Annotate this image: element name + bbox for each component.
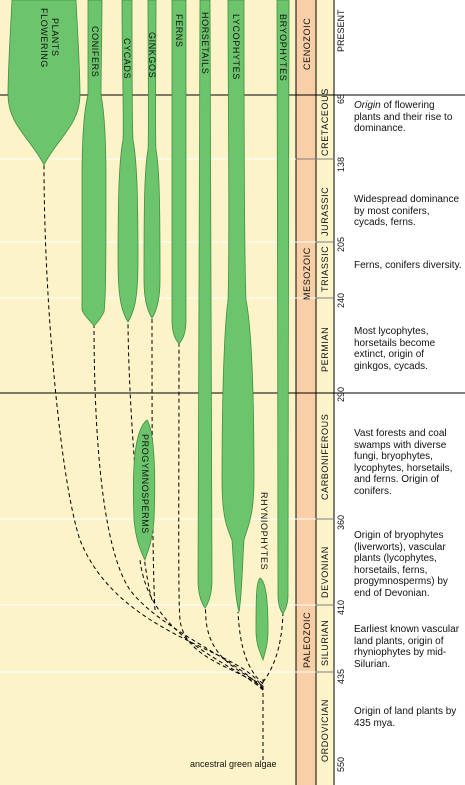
ginkgos-branch: [143, 0, 161, 319]
line-progymnosperms: [139, 559, 264, 691]
period-ordovician: ORDOVICIAN: [320, 699, 330, 762]
line-conifers: [93, 321, 264, 691]
period-carboniferous: CARBONIFEROUS: [320, 414, 330, 500]
note-carboniferous: Vast forests and coal swamps with divers…: [354, 428, 453, 497]
line-horsetails: [204, 602, 264, 687]
label-flowering-line2: PLANTS: [50, 18, 60, 57]
note-cenozoic-origin: Origin of flowering plants and their ris…: [354, 100, 453, 134]
label-lycophytes: LYCOPHYTES: [231, 14, 241, 80]
lycophytes-branch: [221, 0, 255, 613]
period-permian: PERMIAN: [320, 327, 330, 372]
period-triassic: TRIASSIC: [320, 246, 330, 292]
line-ferns: [178, 339, 264, 689]
age-410: 410: [336, 600, 346, 615]
period-silurian: SILURIAN: [320, 620, 330, 666]
flowering-plants-branch: [7, 0, 81, 166]
bryophytes-branch: [276, 0, 290, 615]
label-cycads: CYCADS: [122, 38, 132, 79]
label-flowering-line1: FLOWERING: [39, 8, 49, 68]
horsetails-branch: [197, 0, 213, 609]
note-jurassic: Widespread dominance by most conifers, c…: [354, 194, 460, 228]
note-silurian: Earliest known vascular land plants, ori…: [354, 624, 460, 670]
age-550: 550: [336, 757, 346, 772]
age-138: 138: [336, 157, 346, 172]
label-rhyniophytes: RHYNIOPHYTES: [259, 492, 269, 570]
label-conifers: CONIFERS: [90, 26, 100, 77]
era-cenozoic: CENOZOIC: [302, 18, 312, 70]
age-435: 435: [336, 669, 346, 684]
note-devonian: Origin of bryophytes (liverworts), vascu…: [354, 530, 448, 599]
era-mesozoic: MESOZOIC: [302, 247, 312, 300]
age-360: 360: [336, 515, 346, 530]
ancestor-label: ancestral green algae: [190, 759, 277, 769]
ferns-branch: [171, 0, 187, 345]
note-ordovician: Origin of land plants by 435 mya.: [354, 706, 457, 729]
period-devonian: DEVONIAN: [320, 546, 330, 598]
cycads-branch: [117, 0, 139, 323]
era-paleozoic: PALEOZOIC: [302, 612, 312, 668]
progymnosperms-branch: [132, 419, 156, 562]
ancestry-lines: [43, 164, 284, 760]
conifers-branch: [81, 0, 107, 327]
age-205: 205: [336, 237, 346, 252]
label-ginkgos: GINKGOS: [147, 32, 157, 78]
label-horsetails: HORSETAILS: [200, 12, 210, 74]
rhyniophytes-branch: [255, 577, 269, 662]
age-240: 240: [336, 293, 346, 308]
label-ferns: FERNS: [174, 14, 184, 48]
label-progymnosperms: PROGYMNOSPERMS: [140, 434, 150, 534]
lineage-shapes: [7, 0, 290, 662]
label-bryophytes: BRYOPHYTES: [278, 14, 288, 81]
label-present: PRESENT: [336, 9, 346, 52]
line-bryophytes: [262, 611, 284, 683]
period-cretaceous: CRETACEOUS: [320, 88, 330, 156]
age-290: 290: [336, 387, 346, 402]
note-permian: Most lycophytes, horsetails become extin…: [354, 326, 436, 372]
note-triassic: Ferns, conifers diversity.: [354, 260, 462, 271]
period-jurassic: JURASSIC: [320, 187, 330, 236]
age-65: 65: [336, 94, 346, 104]
